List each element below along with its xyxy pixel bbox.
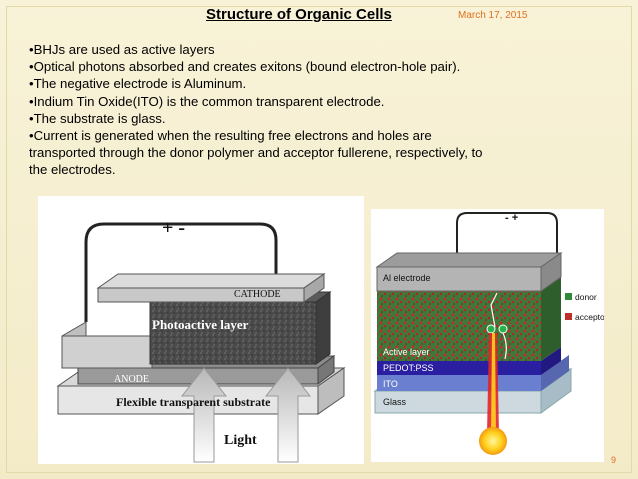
donor-swatch — [565, 293, 572, 300]
light-label: Light — [224, 433, 257, 448]
al-electrode-label: Al electrode — [383, 273, 431, 283]
slide-frame — [6, 6, 632, 473]
bullet-item: •The substrate is glass. — [29, 110, 166, 126]
active-layer-label: Active layer — [383, 347, 430, 357]
bullet-item: •Optical photons absorbed and creates ex… — [29, 59, 461, 75]
polarity-label: + - — [162, 217, 185, 239]
cathode-label: CATHODE — [234, 289, 281, 300]
photoactive-layer-label: Photoactive layer — [152, 317, 249, 332]
bullet-item: •Indium Tin Oxide(ITO) is the common tra… — [29, 93, 385, 109]
legend-acceptor: acceptor — [575, 312, 604, 322]
bullet-item: •Current is generated when the resulting… — [29, 128, 432, 144]
slide-title: Structure of Organic Cells — [206, 6, 392, 23]
acceptor-swatch — [565, 313, 572, 320]
legend-donor: donor — [575, 292, 597, 302]
bhj-device-diagram: - + Al electrode Active layer PEDOT:PSS … — [371, 209, 604, 462]
bullet-item: transported through the donor polymer an… — [29, 145, 483, 161]
slide-date: March 17, 2015 — [458, 10, 528, 21]
bullet-item: the electrodes. — [29, 162, 116, 178]
glass-label: Glass — [383, 397, 407, 407]
bullet-item: •The negative electrode is Aluminum. — [29, 76, 247, 92]
bullet-item: •BHJs are used as active layers — [29, 42, 215, 57]
bullet-list: •BHJs are used as active layers •Optical… — [29, 41, 609, 179]
substrate-label: Flexible transparent substrate — [116, 395, 271, 409]
page-number: 9 — [611, 455, 617, 465]
organic-cell-structure-diagram: + - CATHODE Photoactive layer ANODE Flex… — [38, 196, 364, 464]
pedot-label: PEDOT:PSS — [383, 363, 434, 373]
ito-label: ITO — [383, 379, 398, 389]
anode-label: ANODE — [114, 374, 149, 385]
polarity-label: - + — [505, 212, 518, 224]
